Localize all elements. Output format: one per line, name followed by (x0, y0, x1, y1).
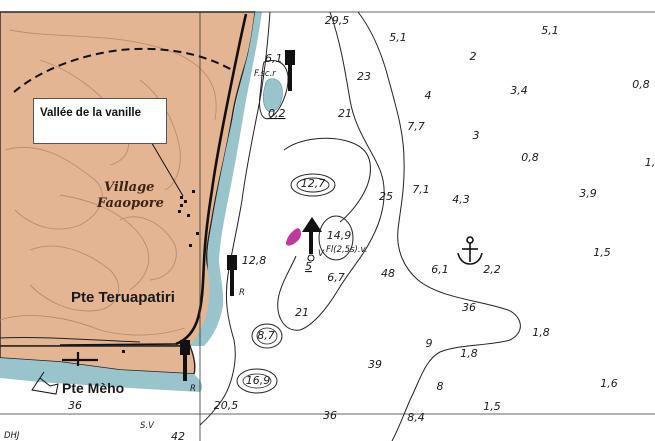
shoal-12-7-inner (296, 177, 330, 193)
anchorage-icon (457, 236, 483, 265)
north-reef (262, 78, 283, 113)
depth-sounding: 9 (426, 337, 433, 350)
light-beacon-mid (227, 255, 237, 296)
depth-sounding: 36 (323, 409, 337, 422)
depth-sounding: 1,6 (600, 377, 618, 390)
depth-sounding: 48 (381, 267, 395, 280)
depth-sounding: 23 (357, 70, 371, 83)
depth-sounding: 12,7 (301, 177, 326, 190)
depth-sounding: 1, (645, 156, 655, 169)
north-reef-depth: 0,2 (268, 107, 286, 120)
depth-sounding: 3,9 (579, 187, 597, 200)
depth-sounding: 21 (295, 306, 309, 319)
light-beacon-north (285, 50, 295, 91)
shoal-8-7 (251, 323, 283, 349)
depth-soundings: 29,5 5,1 5,1 2 0,8 23 3,4 4 21 7,7 3 0,8 1, 12,7 25 7,1… (68, 14, 655, 441)
depth-sounding: 2 (470, 50, 477, 63)
rock-light-characteristic: Fl(2,5s).v. (326, 245, 368, 255)
depth-contours (199, 11, 521, 441)
village-name-line2: Faaopore (96, 196, 164, 211)
cape-meho: Pte Mèho (62, 380, 124, 396)
depth-sounding: 21 (338, 107, 352, 120)
valley-callout-text: Vallée de la vanille (40, 107, 142, 119)
shoal-14-9 (318, 215, 354, 261)
shoal-12-7 (290, 173, 336, 197)
seabed-mark: S.V (140, 421, 155, 431)
depth-sounding: 25 (379, 190, 393, 203)
corner-mark: DHJ (4, 431, 20, 441)
depth-sounding: 1,5 (483, 400, 501, 413)
north-light-depth: 6,1 (265, 52, 283, 65)
depth-sounding: 20,5 (214, 399, 239, 412)
shore-reef (190, 12, 262, 346)
track-dashed (13, 47, 233, 93)
depth-sounding: 4 (425, 89, 432, 102)
depth-sounding: 8,7 (257, 329, 275, 342)
depth-sounding: 5,1 (389, 31, 407, 44)
depth-sounding: 3 (473, 129, 480, 142)
depth-sounding: 0,8 (632, 78, 650, 91)
depth-sounding: 1,8 (532, 326, 550, 339)
valley-road (59, 343, 177, 346)
depth-sounding: 0,8 (521, 151, 539, 164)
callout-leader (149, 139, 184, 197)
shoal-8-7-inner (256, 327, 278, 345)
depth-sounding: 4,3 (452, 193, 470, 206)
depth-sounding: 1,8 (460, 347, 478, 360)
light-beacon-south (180, 340, 190, 381)
coast-road (175, 13, 248, 346)
depth-sounding: 7,7 (407, 120, 425, 133)
village-name-line1: Village (104, 180, 154, 195)
light-flare-icon (286, 228, 302, 246)
shoal-16-9-inner (242, 373, 272, 389)
depth-sounding: 3,4 (510, 84, 528, 97)
monument-icon (31, 371, 59, 395)
depth-sounding: 16,9 (246, 374, 271, 387)
cape-teruapatiri: Pte Teruapatiri (71, 289, 175, 306)
depth-sounding: 5,1 (541, 24, 559, 37)
valley-callout: Vallée de la vanille (33, 98, 167, 144)
depth-sounding: 14,9 (327, 229, 352, 242)
jetty (62, 352, 98, 366)
depth-sounding: 39 (368, 358, 382, 371)
depth-sounding: 29,5 (325, 14, 350, 27)
village-buildings (122, 190, 199, 353)
depth-sounding: 42 (171, 430, 185, 441)
rock-depth: 5 (305, 260, 312, 273)
mid-light-colour: R (239, 288, 245, 298)
south-light-colour: R (190, 384, 196, 394)
shoal-16-9 (236, 368, 278, 394)
inner-road (0, 336, 141, 343)
depth-sounding: 7,1 (412, 183, 430, 196)
depth-sounding: 8 (437, 380, 444, 393)
depth-sounding: 36 (68, 399, 82, 412)
rock-beacon (302, 217, 322, 262)
depth-sounding: 6,1 (431, 263, 449, 276)
depth-sounding: 12,8 (242, 254, 267, 267)
depth-sounding: 8,4 (407, 411, 425, 424)
depth-sounding: 1,5 (593, 246, 611, 259)
depth-sounding: 6,7 (327, 271, 345, 284)
depth-sounding: 2,2 (483, 263, 501, 276)
rock-light-colour: V (318, 249, 325, 259)
land-contours (0, 29, 217, 336)
north-light-characteristic: F.sc.r (254, 69, 276, 79)
depth-sounding: 36 (462, 301, 476, 314)
south-shore-reef (0, 358, 203, 392)
